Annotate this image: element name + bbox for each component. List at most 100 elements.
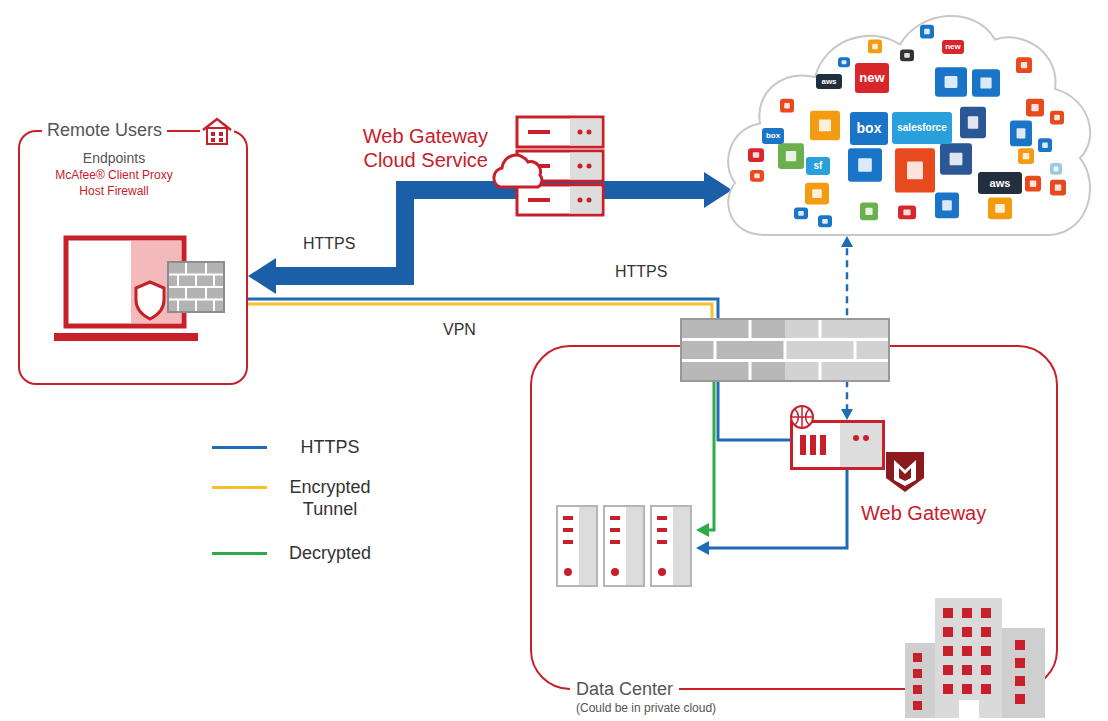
server-rack-part — [557, 506, 597, 586]
cloud-service-server-art-part — [578, 130, 583, 135]
saas-cloud-art-part — [728, 16, 1090, 235]
product-names: McAfee® Client Proxy Host Firewall — [48, 167, 180, 199]
saas-cloud-art-part — [903, 210, 910, 216]
office-building-part — [1015, 658, 1025, 668]
cloud-service-server-art-part — [570, 153, 602, 180]
office-building-part — [981, 646, 991, 656]
office-building-part — [1015, 640, 1025, 650]
cloud-service-server-art-part — [587, 198, 592, 203]
saas-cloud-art-part — [754, 173, 760, 178]
connector — [605, 172, 732, 208]
saas-cloud-art-part — [988, 198, 1012, 220]
connector-label: HTTPS — [612, 262, 670, 281]
cloud-service-server-art-part — [570, 187, 602, 214]
host-firewall-icon-part — [169, 263, 223, 311]
cloud-service-server-art-part — [587, 164, 592, 169]
saas-cloud-art-part — [920, 25, 934, 39]
arrow-head — [841, 409, 853, 420]
office-building-part — [943, 684, 953, 694]
saas-cloud-art-part — [1038, 138, 1052, 152]
group-heading: Remote Users — [42, 119, 167, 141]
decrypted-line — [696, 380, 714, 537]
saas-cloud-art-part — [1055, 185, 1061, 191]
web-gateway-appliance-art-part — [810, 435, 816, 455]
web-gateway-appliance-art-part — [853, 435, 859, 441]
vpn-tunnel-line-part — [248, 304, 712, 322]
endpoint-group-art-part — [219, 138, 223, 142]
gateway-to-server-line — [696, 470, 847, 555]
saas-cloud-art-part — [1054, 167, 1059, 172]
saas-cloud-art-part — [907, 161, 923, 179]
office-building-part — [981, 608, 991, 618]
app-logo: salesforce — [892, 112, 952, 144]
saas-cloud-art-part — [786, 151, 796, 161]
web-gateway-appliance-art-part — [863, 435, 869, 441]
web-gateway-appliance-art-part — [791, 406, 813, 428]
saas-cloud-art-part — [900, 49, 914, 61]
laptop-illustration-part — [136, 282, 164, 319]
saas-cloud-art-part — [868, 40, 882, 54]
office-building-part — [935, 598, 1002, 718]
saas-cloud-art-part — [818, 215, 832, 227]
cloud-service-server-art-part — [570, 119, 602, 146]
group-note: (Could be in private cloud) — [570, 700, 722, 716]
vpn-tunnel-line — [248, 304, 712, 322]
saas-cloud-art-part — [898, 205, 916, 219]
office-building-part — [943, 627, 953, 637]
legend-row: Decrypted — [212, 542, 402, 588]
saas-cloud-art-part — [872, 44, 878, 50]
app-logo: aws — [816, 74, 842, 89]
saas-cloud-art-part — [1021, 62, 1027, 68]
saas-cloud-art-part — [1031, 104, 1038, 111]
app-logo: new — [855, 63, 889, 93]
decrypted-line-part — [708, 380, 714, 530]
appliance-name: Web Gateway — [861, 501, 986, 525]
saas-cloud-art-part — [980, 77, 991, 88]
web-gateway-appliance-art-part — [820, 435, 826, 455]
saas-cloud-art-part — [1026, 99, 1044, 117]
endpoint-group-art-part — [211, 138, 215, 142]
web-gateway-appliance-art — [790, 420, 885, 470]
saas-cloud-art-part — [794, 207, 808, 219]
host-firewall-icon — [168, 262, 224, 312]
laptop-illustration-part — [54, 333, 198, 341]
saas-cloud-art-part — [1050, 163, 1062, 175]
saas-cloud-art-part — [812, 189, 822, 198]
saas-cloud-art-part — [1050, 111, 1064, 125]
office-building-part — [913, 685, 922, 694]
office-building-part — [981, 665, 991, 675]
data-center-group: Web GatewayData Center(Could be in priva… — [530, 345, 1058, 690]
cloud-service-server: Web Gateway Cloud Service — [490, 115, 605, 215]
saas-cloud-art-part — [810, 111, 840, 141]
saas-cloud-art-part — [1018, 148, 1034, 164]
web-gateway-appliance-art-part — [791, 406, 813, 428]
saas-cloud-art-part — [805, 183, 829, 205]
saas-cloud-art-part — [904, 53, 910, 58]
web-gateway-appliance-art-part — [886, 452, 924, 492]
saas-cloud-art-part — [968, 116, 978, 129]
web-gateway-appliance-art-part — [899, 468, 911, 481]
app-logo: box — [762, 128, 784, 144]
cloud-service-server-art-part — [578, 198, 583, 203]
office-building-part — [913, 653, 922, 662]
server-rack-part — [604, 506, 644, 586]
saas-cloud-art-part — [1017, 128, 1026, 138]
saas-cloud-art-part — [753, 152, 759, 158]
app-logo: aws — [978, 172, 1022, 194]
web-gateway-appliance: Web Gateway — [790, 420, 885, 470]
saas-cloud-art-part — [1030, 181, 1036, 187]
saas-cloud-art-part — [780, 99, 794, 113]
office-building-part — [913, 701, 922, 710]
saas-cloud-art-part — [748, 148, 764, 162]
office-building-part — [943, 608, 953, 618]
office-building-part — [981, 684, 991, 694]
connector-line — [270, 190, 490, 276]
office-building-part — [1015, 676, 1025, 686]
endpoint-group-art — [200, 116, 234, 146]
saas-cloud-art-part — [822, 219, 828, 224]
saas-cloud-art-part — [750, 170, 764, 182]
cloud-service-server-art-part — [517, 117, 603, 147]
office-building-part — [962, 684, 972, 694]
office-building-part — [962, 608, 972, 618]
